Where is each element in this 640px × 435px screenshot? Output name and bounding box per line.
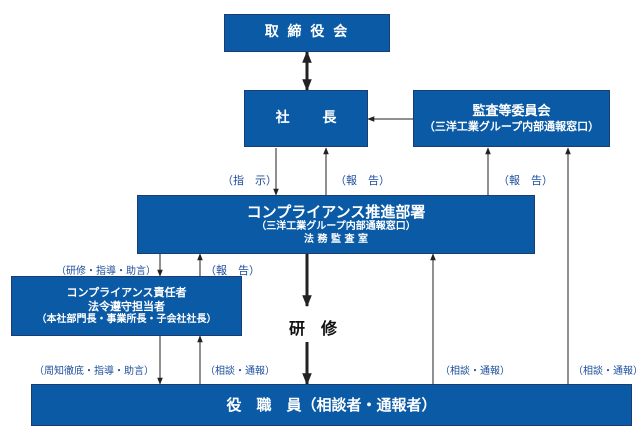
notify-guidance-label: （周知徹底・指導・助言）	[34, 366, 154, 377]
audit-subtitle: （三洋工業グループ内部通報窓口）	[423, 119, 600, 133]
report-audit-label: （報 告）	[498, 174, 553, 187]
audit-committee-box: 監査等委員会 （三洋工業グループ内部通報窓口）	[413, 90, 610, 147]
responsible-detail: （本社部門長・事業所長・子会社社長）	[36, 313, 217, 325]
board-label: 取 締 役 会	[264, 24, 350, 41]
compliance-department-box: コンプライアンス推進部署 （三洋工業グループ内部通報窓口） 法 務 監 査 室	[137, 195, 535, 254]
president-label: 社 長	[275, 109, 337, 126]
training-label: 研 修	[289, 319, 338, 338]
report-compliance-label: （報 告）	[205, 264, 260, 277]
instruct-label: （指 示）	[222, 174, 277, 187]
compliance-subtitle: （三洋工業グループ内部通報窓口）	[256, 221, 416, 233]
staff-box: 役 職 員（相談者・通報者）	[31, 384, 632, 426]
consult-compliance-label: （相談・通報）	[440, 366, 510, 377]
report-president-label: （報 告）	[335, 174, 390, 187]
compliance-title: コンプライアンス推進部署	[246, 202, 426, 221]
staff-label: 役 職 員（相談者・通報者）	[226, 395, 437, 414]
training-guidance-label: （研修・指導・助言）	[56, 266, 156, 277]
compliance-office: 法 務 監 査 室	[304, 233, 368, 245]
president-box: 社 長	[244, 90, 368, 147]
compliance-responsible-box: コンプライアンス責任者 法令遵守担当者 （本社部門長・事業所長・子会社社長）	[11, 276, 242, 336]
responsible-role: 法令遵守担当者	[88, 299, 165, 313]
board-of-directors-box: 取 締 役 会	[224, 14, 390, 52]
consult-audit-label: （相談・通報）	[573, 366, 640, 377]
responsible-title: コンプライアンス責任者	[66, 286, 187, 299]
consult-responsible-label: （相談・通報）	[205, 366, 275, 377]
audit-title: 監査等委員会	[472, 103, 551, 119]
